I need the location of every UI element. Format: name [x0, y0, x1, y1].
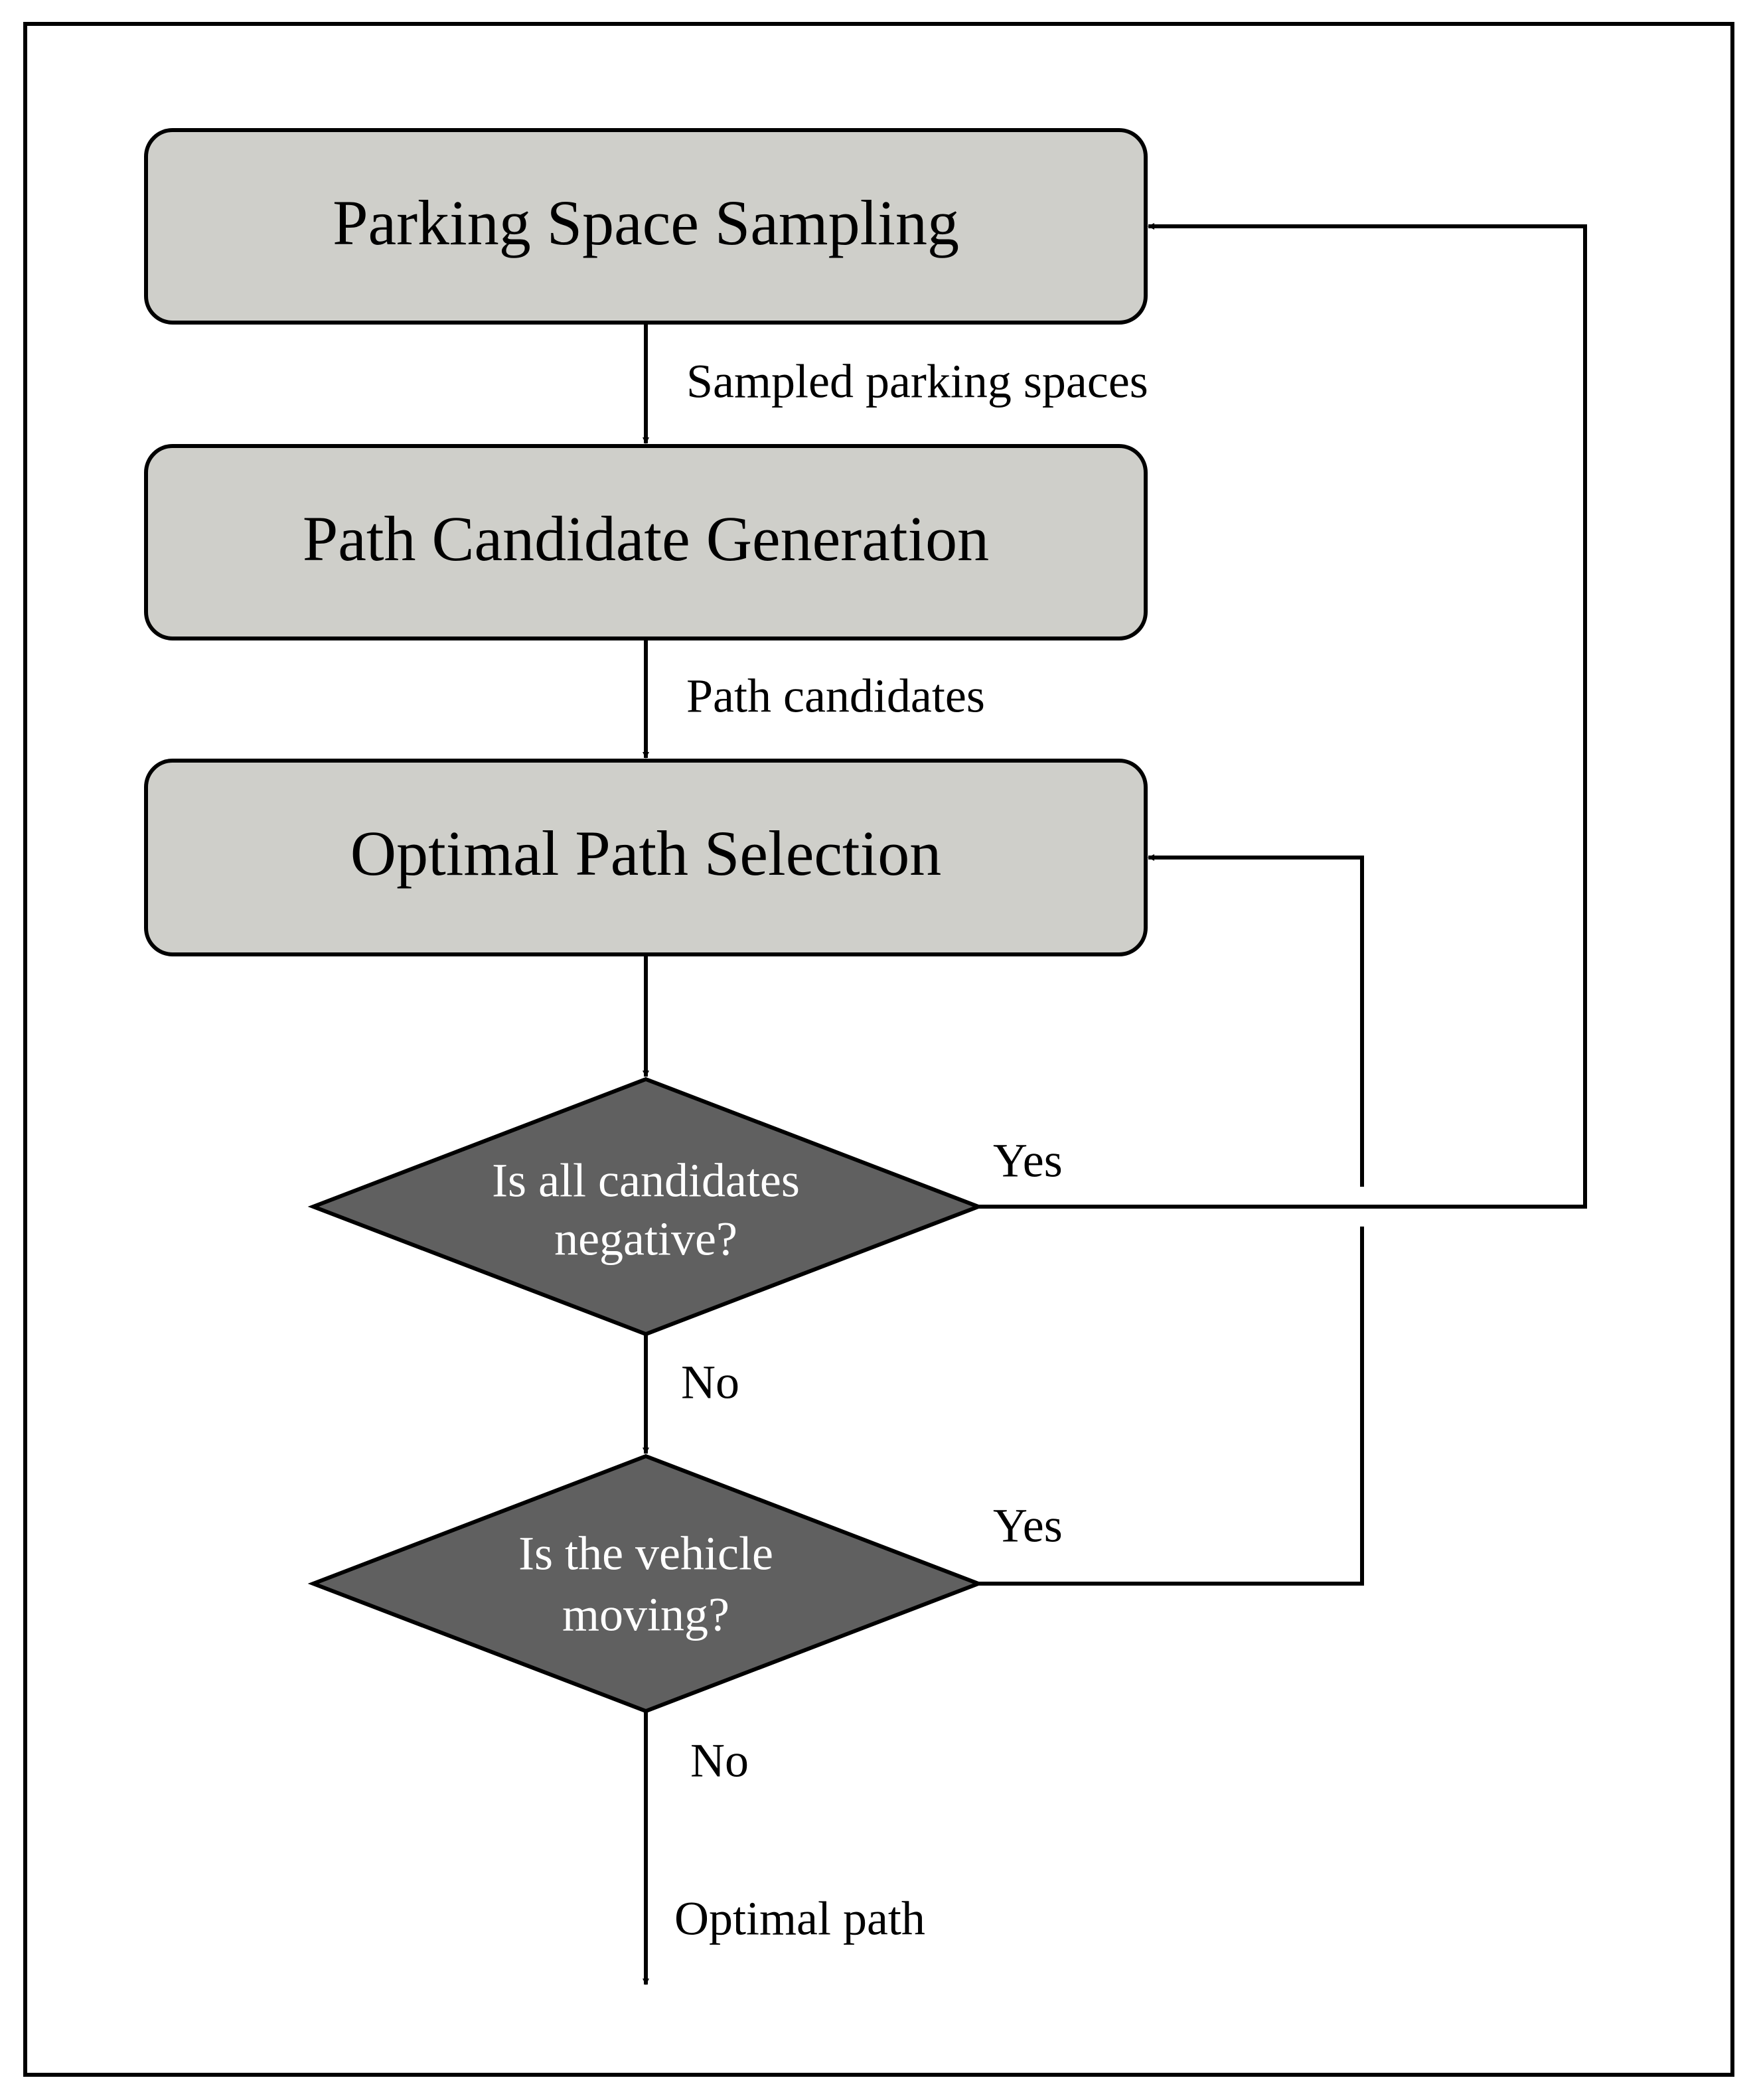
process-label: Optimal Path Selection: [350, 818, 942, 889]
process-optimal-path-selection: Optimal Path Selection: [144, 759, 1148, 956]
arrow-decision1-yes-loop: [978, 223, 1587, 1209]
decision-label-line1: Is the vehicle: [518, 1527, 773, 1580]
arrow-decision2-yes-loop-upper: [1148, 854, 1364, 1187]
edge-label-optimal-path: Optimal path: [674, 1892, 925, 1945]
outer-frame: [23, 22, 1734, 2077]
process-label: Parking Space Sampling: [333, 187, 959, 258]
edge-label-yes-decision1: Yes: [993, 1134, 1063, 1187]
edge-label-path-candidates: Path candidates: [686, 670, 985, 723]
process-label: Path Candidate Generation: [303, 503, 989, 574]
decision-diamond: [307, 1454, 984, 1714]
decision-all-candidates-negative: Is all candidates negative?: [307, 1077, 984, 1337]
edge-label-yes-decision2: Yes: [993, 1499, 1063, 1552]
decision-label-line2: negative?: [554, 1213, 737, 1266]
decision-vehicle-moving: Is the vehicle moving?: [307, 1454, 984, 1714]
edge-label-no-decision2: No: [690, 1734, 749, 1787]
decision-label-line2: moving?: [562, 1588, 729, 1641]
edge-label-no-decision1: No: [681, 1356, 739, 1409]
arrow-decision2-yes-loop-lower: [978, 1227, 1364, 1586]
process-parking-space-sampling: Parking Space Sampling: [144, 128, 1148, 325]
edge-label-sampled-parking-spaces: Sampled parking spaces: [686, 355, 1148, 408]
process-path-candidate-generation: Path Candidate Generation: [144, 444, 1148, 640]
decision-label-line1: Is all candidates: [492, 1154, 800, 1207]
